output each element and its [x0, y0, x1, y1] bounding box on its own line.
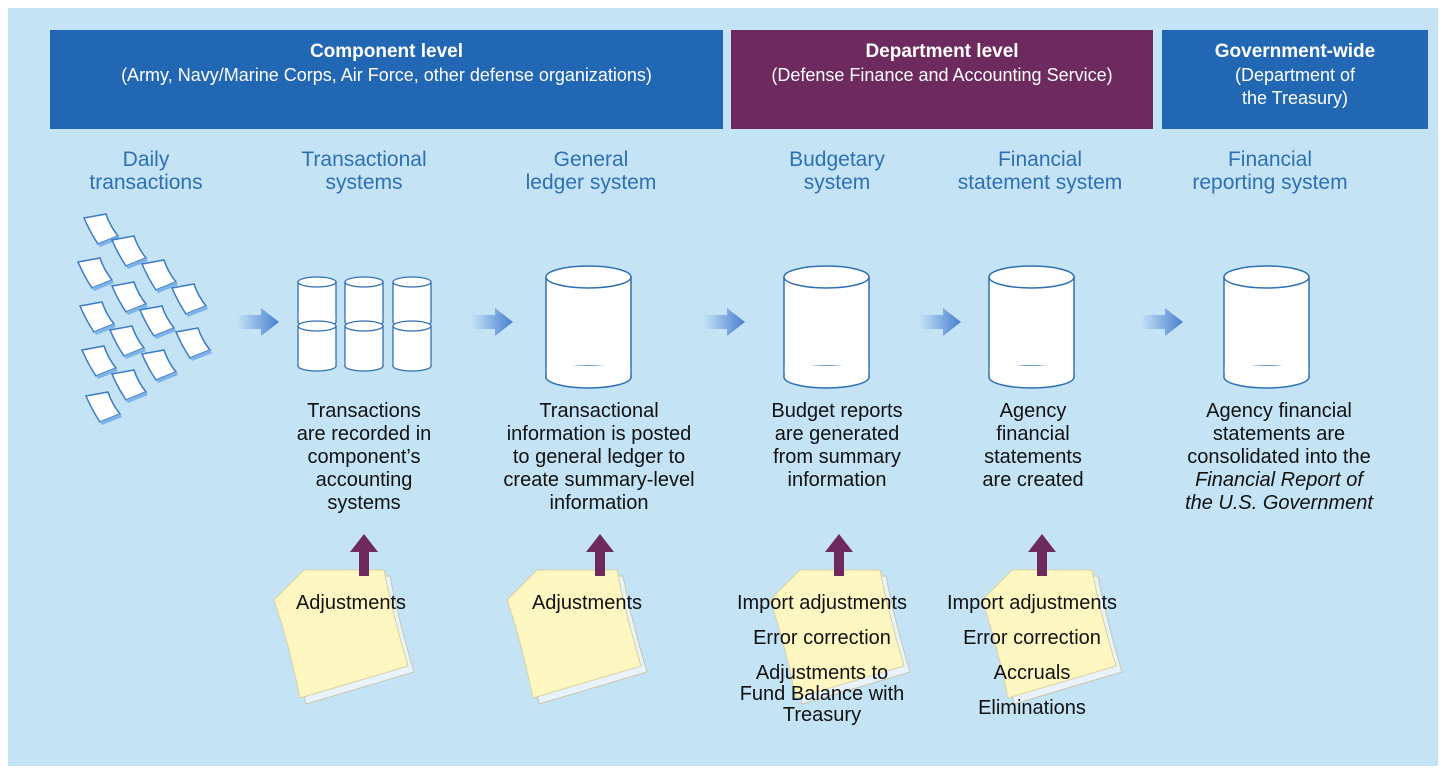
- transactional-adjustments: Adjustments: [236, 593, 466, 628]
- document-icon: [175, 327, 213, 362]
- description-line: financial: [996, 423, 1070, 445]
- report-title-line: the U.S. Government: [1185, 492, 1373, 514]
- daily-transactions-documents: [77, 213, 213, 426]
- description-line: Transactions: [307, 400, 421, 422]
- document-icon: [77, 257, 115, 292]
- flow-arrow-icon: [703, 308, 745, 336]
- stage-line: General: [553, 148, 629, 171]
- description-line: create summary-level: [503, 469, 695, 491]
- stage-line: Budgetary: [789, 148, 885, 171]
- general-ledger-database-icon: [545, 265, 632, 389]
- stage-financial-statement-system: Financial statement system: [920, 148, 1160, 194]
- component-level-subtitle: (Army, Navy/Marine Corps, Air Force, oth…: [121, 65, 652, 85]
- description-line: Budget reports: [771, 400, 903, 422]
- adjustment-item: Import adjustments: [736, 592, 908, 614]
- report-title-line: Financial Report of: [1195, 469, 1363, 491]
- document-icon: [141, 349, 179, 384]
- government-wide-header: Government-wide (Department of the Treas…: [1162, 30, 1428, 129]
- stage-line: Financial: [997, 148, 1083, 171]
- government-wide-title: Government-wide: [1214, 41, 1376, 62]
- flow-arrow-icon: [471, 308, 513, 336]
- description-line: from summary: [773, 446, 901, 468]
- flow-arrow-icon: [237, 308, 279, 336]
- stage-line: statement system: [957, 171, 1123, 194]
- database-icon: [392, 276, 432, 328]
- description-line: statements are: [1212, 423, 1346, 445]
- government-wide-subtitle-line2: the Treasury): [1241, 88, 1349, 108]
- stage-daily-transactions: Daily transactions: [26, 148, 266, 194]
- database-icon: [344, 320, 384, 372]
- financial-reporting-description: Agency financial statements are consolid…: [1154, 400, 1404, 515]
- budgetary-description: Budget reports are generated from summar…: [712, 400, 962, 492]
- stage-line: ledger system: [525, 171, 657, 194]
- adjustment-note-icon: [273, 569, 415, 705]
- department-level-header: Department level (Defense Finance and Ac…: [731, 30, 1153, 129]
- document-icon: [139, 305, 177, 340]
- database-icon: [297, 320, 337, 372]
- flow-arrow-icon: [1141, 308, 1183, 336]
- description-line: information: [787, 469, 887, 491]
- diagram-graphics: [77, 213, 1310, 705]
- stage-line: transactions: [89, 171, 203, 194]
- financial-reporting-database-icon: [1223, 265, 1310, 389]
- description-line: consolidated into the: [1187, 446, 1371, 468]
- description-line: statements: [984, 446, 1082, 468]
- stage-line: Transactional: [301, 148, 427, 171]
- document-icon: [85, 391, 123, 426]
- transactional-systems-databases: [297, 276, 432, 372]
- description-line: information is posted: [506, 423, 692, 445]
- stage-line: Financial: [1227, 148, 1313, 171]
- flow-arrow-icon: [919, 308, 961, 336]
- component-level-header: Component level (Army, Navy/Marine Corps…: [50, 30, 723, 129]
- description-line: systems: [327, 492, 401, 514]
- financial-statement-adjustments: Import adjustments Error correction Accr…: [937, 593, 1127, 733]
- stage-financial-reporting-system: Financial reporting system: [1150, 148, 1390, 194]
- description-line: to general ledger to: [512, 446, 686, 468]
- stage-line: Daily: [122, 148, 170, 171]
- adjustment-item: Error correction: [963, 627, 1101, 649]
- adjustment-item: Accruals: [993, 662, 1071, 684]
- description-line: Agency: [999, 400, 1067, 422]
- department-level-title: Department level: [865, 41, 1019, 62]
- adjustment-item: Adjustments to Fund Balance with Treasur…: [739, 662, 905, 726]
- adjustment-note-icon: [506, 569, 648, 705]
- description-line: component’s: [307, 446, 421, 468]
- description-line: are created: [982, 469, 1084, 491]
- document-icon: [171, 283, 209, 318]
- adjustment-item: Adjustments: [295, 592, 407, 614]
- transactional-description: Transactions are recorded in component’s…: [239, 400, 489, 515]
- description-line: are recorded in: [296, 423, 432, 445]
- adjustment-item: Import adjustments: [946, 592, 1118, 614]
- government-wide-subtitle-line1: (Department of: [1234, 65, 1356, 85]
- stage-budgetary-system: Budgetary system: [717, 148, 957, 194]
- general-ledger-description: Transactional information is posted to g…: [474, 400, 724, 515]
- department-level-subtitle: (Defense Finance and Accounting Service): [771, 65, 1113, 85]
- component-level-title: Component level: [309, 41, 464, 62]
- stage-transactional-systems: Transactional systems: [244, 148, 484, 194]
- diagram-canvas: Component level (Army, Navy/Marine Corps…: [8, 8, 1438, 766]
- adjustment-item: Error correction: [753, 627, 891, 649]
- description-line: are generated: [774, 423, 900, 445]
- stage-line: system: [803, 171, 871, 194]
- budgetary-adjustments: Import adjustments Error correction Adju…: [727, 593, 917, 740]
- description-line: information: [549, 492, 649, 514]
- budgetary-database-icon: [783, 265, 870, 389]
- stage-line: reporting system: [1192, 171, 1348, 194]
- database-icon: [297, 276, 337, 328]
- document-icon: [109, 325, 147, 360]
- description-line: accounting: [315, 469, 413, 491]
- financial-statement-database-icon: [988, 265, 1075, 389]
- stage-general-ledger-system: General ledger system: [471, 148, 711, 194]
- stage-line: systems: [325, 171, 403, 194]
- general-ledger-adjustments: Adjustments: [472, 593, 702, 628]
- document-icon: [111, 369, 149, 404]
- database-icon: [344, 276, 384, 328]
- database-icon: [392, 320, 432, 372]
- description-line: Agency financial: [1206, 400, 1352, 422]
- adjustment-item: Adjustments: [531, 592, 643, 614]
- description-line: Transactional: [539, 400, 659, 422]
- financial-statement-description: Agency financial statements are created: [908, 400, 1158, 492]
- adjustment-item: Eliminations: [978, 697, 1086, 719]
